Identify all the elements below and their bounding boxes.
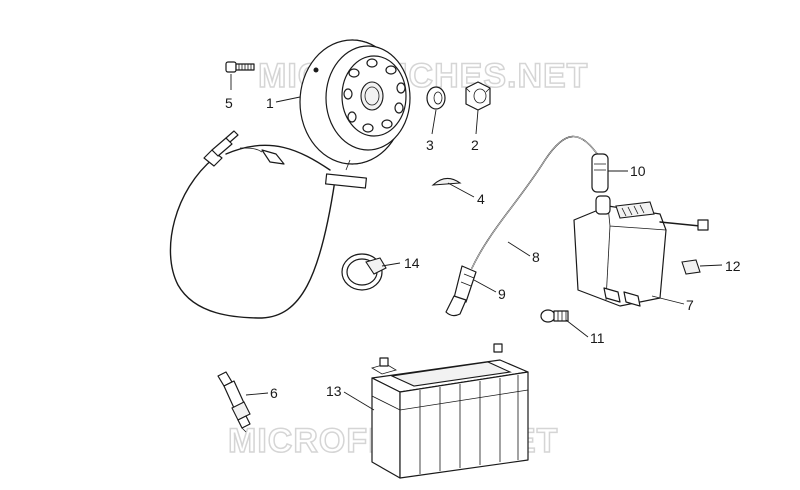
- part-7-ignition-coil[interactable]: [573, 195, 709, 307]
- part-9-spark-plug-cap[interactable]: [445, 265, 477, 317]
- part-6-spark-plug[interactable]: [217, 371, 251, 433]
- part-4-key[interactable]: [431, 177, 462, 186]
- part-1-flywheel[interactable]: [299, 39, 411, 165]
- callout-8: 8: [532, 249, 540, 265]
- callout-4: 4: [477, 191, 485, 207]
- callout-1: 1: [266, 95, 274, 111]
- part-14-clamp[interactable]: [341, 253, 387, 291]
- callout-13: 13: [326, 383, 342, 399]
- callout-10: 10: [630, 163, 646, 179]
- callout-11: 11: [590, 330, 605, 346]
- part-3-washer[interactable]: [426, 86, 446, 110]
- leader-lines: [230, 74, 723, 411]
- callout-3: 3: [426, 137, 434, 153]
- part-11-screw[interactable]: [540, 309, 569, 323]
- callout-12: 12: [725, 258, 741, 274]
- part-13-battery[interactable]: [371, 343, 529, 479]
- callout-14: 14: [404, 255, 420, 271]
- callouts: 1 2 3 4 5 6 7 8 9 10 11 12 13 14: [225, 95, 741, 401]
- callout-6: 6: [270, 385, 278, 401]
- part-5-bolt[interactable]: [225, 61, 255, 73]
- callout-5: 5: [225, 95, 233, 111]
- part-12-clip[interactable]: [681, 259, 701, 275]
- callout-9: 9: [498, 286, 506, 302]
- part-10-coil-cap[interactable]: [591, 153, 609, 193]
- callout-2: 2: [471, 137, 479, 153]
- stator-wiring[interactable]: [169, 130, 368, 319]
- part-2-nut[interactable]: [465, 81, 491, 111]
- callout-7: 7: [686, 297, 694, 313]
- part-8-ht-lead[interactable]: [471, 135, 601, 269]
